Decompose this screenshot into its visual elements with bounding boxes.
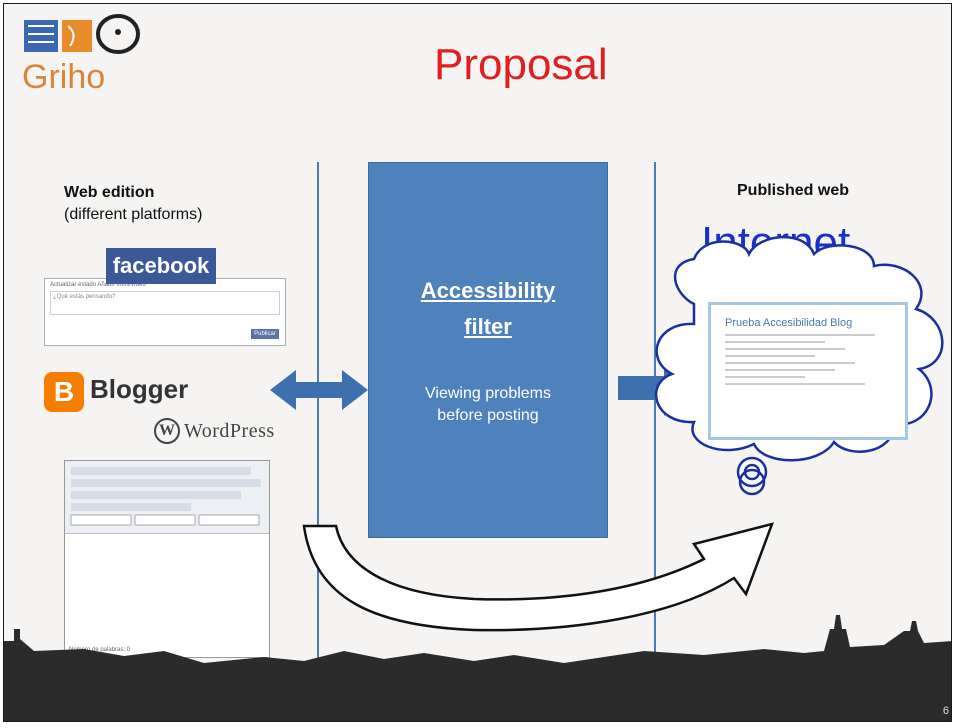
filter-title-line2: filter xyxy=(464,314,512,339)
filter-sub-line2: before posting xyxy=(437,407,539,424)
filter-title-line1: Accessibility xyxy=(420,278,556,303)
divider-left xyxy=(317,162,319,682)
wordpress-text: WordPress xyxy=(184,420,275,442)
wordpress-icon: W xyxy=(154,418,180,444)
facebook-screenshot: Actualizar estado Añadir fotos/vídeo ¿Qu… xyxy=(44,248,286,348)
filter-sub-line1: Viewing problems xyxy=(425,385,551,402)
facebook-status-row: Actualizar estado Añadir fotos/vídeo xyxy=(50,282,146,288)
city-skyline-silhouette xyxy=(4,615,951,721)
double-arrow-icon xyxy=(270,370,368,410)
left-heading-bold: Web edition xyxy=(64,184,155,201)
blog-content-lines xyxy=(711,334,905,385)
page-number: 6 xyxy=(942,705,949,717)
griho-logo xyxy=(24,14,140,54)
accessibility-filter-box: Accessibility filter Viewing problems be… xyxy=(368,162,608,538)
filter-title: Accessibility filter xyxy=(369,273,607,345)
facebook-input: ¿Qué estás pensando? xyxy=(50,291,280,315)
blog-title: Prueba Accesibilidad Blog xyxy=(725,317,853,329)
editor-toolbar xyxy=(65,461,269,534)
divider-right xyxy=(654,162,656,682)
bypass-arrow-icon xyxy=(302,522,775,632)
filter-subtitle: Viewing problems before posting xyxy=(369,383,607,427)
facebook-logo: facebook xyxy=(106,248,216,284)
wordpress-logo: W WordPress xyxy=(154,414,294,450)
blog-screenshot: Prueba Accesibilidad Blog xyxy=(708,302,908,440)
editor-footer: Número de palabras: 0 xyxy=(69,647,131,653)
facebook-publish-button: Publicar xyxy=(251,329,279,339)
page-title: Proposal xyxy=(434,40,608,89)
blogger-text: Blogger xyxy=(90,374,189,404)
blogger-logo: B Blogger xyxy=(44,372,204,414)
editor-toolbar-icons xyxy=(70,467,261,526)
right-heading: Published web xyxy=(737,182,850,199)
left-heading: Web edition (different platforms) xyxy=(64,182,202,226)
facebook-panel: Actualizar estado Añadir fotos/vídeo ¿Qu… xyxy=(44,278,286,346)
rich-text-editor-screenshot: Número de palabras: 0 xyxy=(64,460,270,658)
logo-text: Griho xyxy=(22,58,106,96)
left-heading-sub: (different platforms) xyxy=(64,206,203,223)
blogger-icon: B xyxy=(44,372,84,412)
slide: Griho Proposal Web edition (different pl… xyxy=(3,3,952,722)
